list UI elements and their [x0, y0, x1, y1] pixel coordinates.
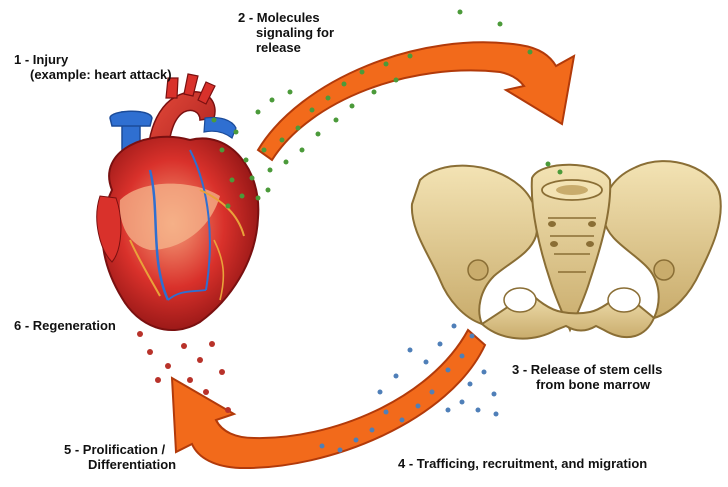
- prolification-label-line2: Differentiation: [64, 457, 176, 472]
- signaling-arrow: [258, 42, 574, 160]
- heart-illustration: [97, 74, 259, 330]
- release-label-line2: from bone marrow: [512, 377, 662, 392]
- release-label-line1: 3 - Release of stem cells: [512, 362, 662, 377]
- injury-label-line1: 1 - Injury: [14, 52, 172, 67]
- prolification-label: 5 - Prolification / Differentiation: [64, 442, 176, 472]
- injury-label-line2: (example: heart attack): [14, 67, 172, 82]
- migration-arrow: [172, 330, 485, 468]
- regeneration-label: 6 - Regeneration: [14, 318, 116, 333]
- trafficking-label: 4 - Trafficing, recruitment, and migrati…: [398, 456, 647, 471]
- trafficking-label-line1: 4 - Trafficing, recruitment, and migrati…: [398, 456, 647, 471]
- release-label: 3 - Release of stem cells from bone marr…: [512, 362, 662, 392]
- signaling-label-line2: signaling for: [238, 25, 334, 40]
- signaling-label-line1: 2 - Molecules: [238, 10, 334, 25]
- signaling-label: 2 - Molecules signaling for release: [238, 10, 334, 55]
- pelvis-illustration: [412, 161, 721, 338]
- injury-label: 1 - Injury (example: heart attack): [14, 52, 172, 82]
- signaling-label-line3: release: [238, 40, 334, 55]
- prolification-label-line1: 5 - Prolification /: [64, 442, 176, 457]
- regeneration-label-line1: 6 - Regeneration: [14, 318, 116, 333]
